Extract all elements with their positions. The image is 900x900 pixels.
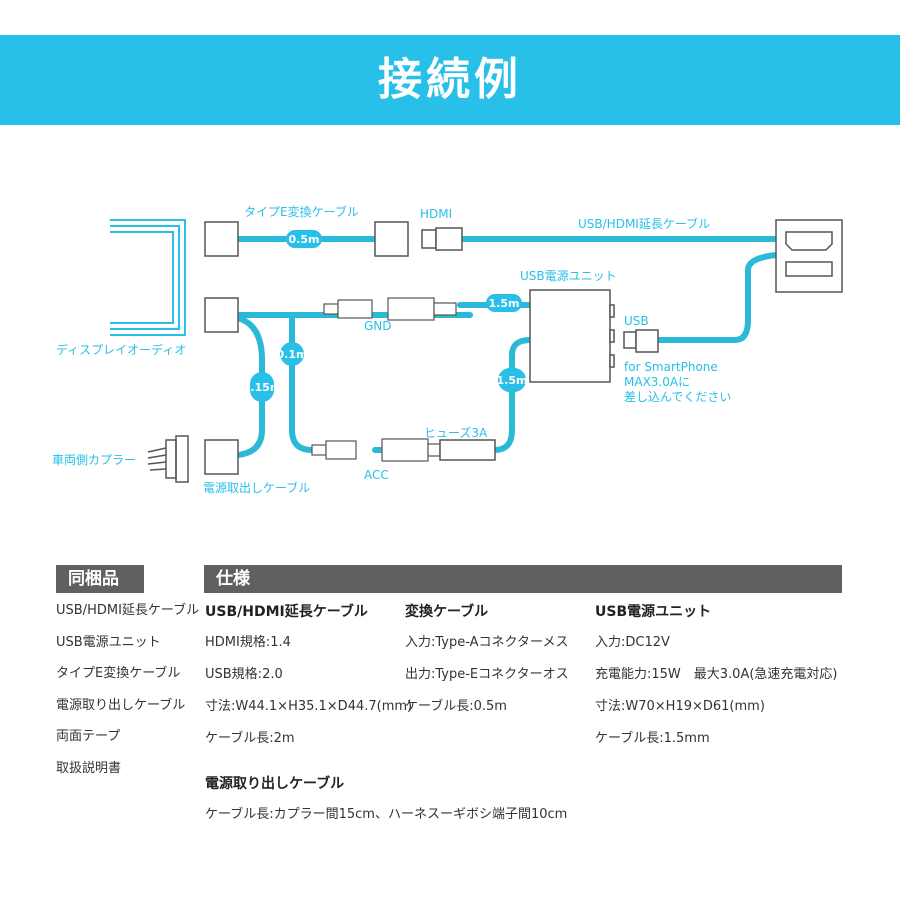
svg-text:0.5m: 0.5m (289, 233, 320, 246)
spec-row: HDMI規格:1.4 (205, 635, 291, 650)
spec-power-takeout-title: 電源取り出しケーブル (205, 776, 345, 792)
list-item: 電源取り出しケーブル (56, 697, 186, 713)
label-power-takeout-cable: 電源取出しケーブル (203, 480, 310, 495)
spec-row: 寸法:W44.1×H35.1×D44.7(mm) (205, 699, 413, 714)
usb-plug-icon (623, 329, 659, 353)
label-smartphone-1: for SmartPhone (624, 360, 718, 374)
included-list: USB/HDMI延長ケーブル USB電源ユニット タイプE変換ケーブル 電源取り… (56, 600, 199, 789)
header-banner: 接続例 (0, 35, 900, 125)
spec-row: ケーブル長:0.5m (405, 699, 507, 714)
list-item: タイプE変換ケーブル (56, 666, 181, 681)
spec-title: 仕様 (216, 569, 250, 589)
spec-row: 入力:DC12V (595, 635, 670, 650)
label-hdmi: HDMI (420, 207, 452, 221)
hdmi-plug-icon (421, 227, 463, 251)
label-smartphone-2: MAX3.0Aに (624, 375, 690, 389)
spec-row: ケーブル長:1.5mm (595, 731, 710, 746)
included-section-header: 同梱品 (56, 565, 144, 593)
length-pill-15a: 1.5m (486, 294, 522, 312)
length-pill-015: 0.15m (243, 372, 282, 402)
acc-connector-icon (311, 438, 441, 462)
gnd-connector-icon (323, 297, 457, 321)
spec-row: 出力:Type-Eコネクターオス (405, 667, 569, 682)
spec-section-header: 仕様 (204, 565, 842, 593)
spec-power-takeout: 電源取り出しケーブル ケーブル長:カプラー間15cm、ハーネスーギボシ端子間10… (205, 772, 567, 836)
vehicle-coupler-shape (147, 435, 189, 483)
label-usb-power-unit: USB電源ユニット (520, 269, 617, 283)
label-gnd: GND (364, 319, 392, 333)
label-display-audio: ディスプレイオーディオ (56, 342, 186, 357)
list-item: 両面テープ (56, 729, 121, 744)
label-type-e-cable: タイプE変換ケーブル (244, 204, 359, 219)
list-item: USB電源ユニット (56, 634, 161, 650)
spec-conversion-title: 変換ケーブル (405, 604, 489, 620)
display-audio-shape (110, 219, 186, 336)
usb-power-unit-shape (529, 289, 615, 383)
label-usb: USB (624, 314, 649, 328)
spec-row: 寸法:W70×H19×D61(mm) (595, 699, 765, 714)
svg-text:0.1m: 0.1m (277, 348, 308, 361)
length-pill-05: 0.5m (286, 230, 322, 248)
label-smartphone-3: 差し込んでください (624, 390, 731, 404)
svg-text:1.5m: 1.5m (497, 374, 528, 387)
length-pill-01: 0.1m (277, 342, 308, 366)
list-item: 取扱説明書 (56, 760, 122, 776)
label-vehicle-coupler: 車両側カプラー (52, 453, 136, 467)
usb-hdmi-socket-shape (775, 219, 843, 293)
length-pill-15b: 1.5m (497, 368, 528, 392)
svg-text:0.15m: 0.15m (243, 381, 282, 394)
label-usb-hdmi-ext-cable: USB/HDMI延長ケーブル (578, 216, 710, 231)
included-title: 同梱品 (68, 569, 119, 589)
spec-row: 入力:Type-Aコネクターメス (405, 635, 569, 650)
page-title: 接続例 (378, 54, 522, 105)
spec-row: ケーブル長:2m (205, 731, 295, 746)
list-item: USB/HDMI延長ケーブル (56, 603, 200, 618)
spec-conversion: 変換ケーブル 入力:Type-Aコネクターメス 出力:Type-Eコネクターオス… (405, 600, 569, 728)
spec-usb-hdmi: USB/HDMI延長ケーブル HDMI規格:1.4 USB規格:2.0 寸法:W… (205, 600, 412, 760)
svg-text:1.5m: 1.5m (489, 297, 520, 310)
spec-row: ケーブル長:カプラー間15cm、ハーネスーギボシ端子間10cm (205, 807, 568, 822)
connectors (204, 221, 409, 475)
spec-row: USB規格:2.0 (205, 667, 283, 682)
spec-usb-power-title: USB電源ユニット (595, 604, 712, 620)
spec-usb-power: USB電源ユニット 入力:DC12V 充電能力:15W 最大3.0A(急速充電対… (595, 600, 838, 760)
spec-usb-hdmi-title: USB/HDMI延長ケーブル (205, 604, 368, 620)
label-fuse: ヒューズ3A (424, 425, 488, 440)
spec-row: 充電能力:15W 最大3.0A(急速充電対応) (595, 667, 838, 682)
connection-diagram: 0.5m 1.5m 0.1m 0.15m 1.5m (52, 204, 843, 495)
fuse-icon (439, 439, 496, 461)
label-acc: ACC (364, 468, 389, 482)
cables (235, 236, 779, 458)
